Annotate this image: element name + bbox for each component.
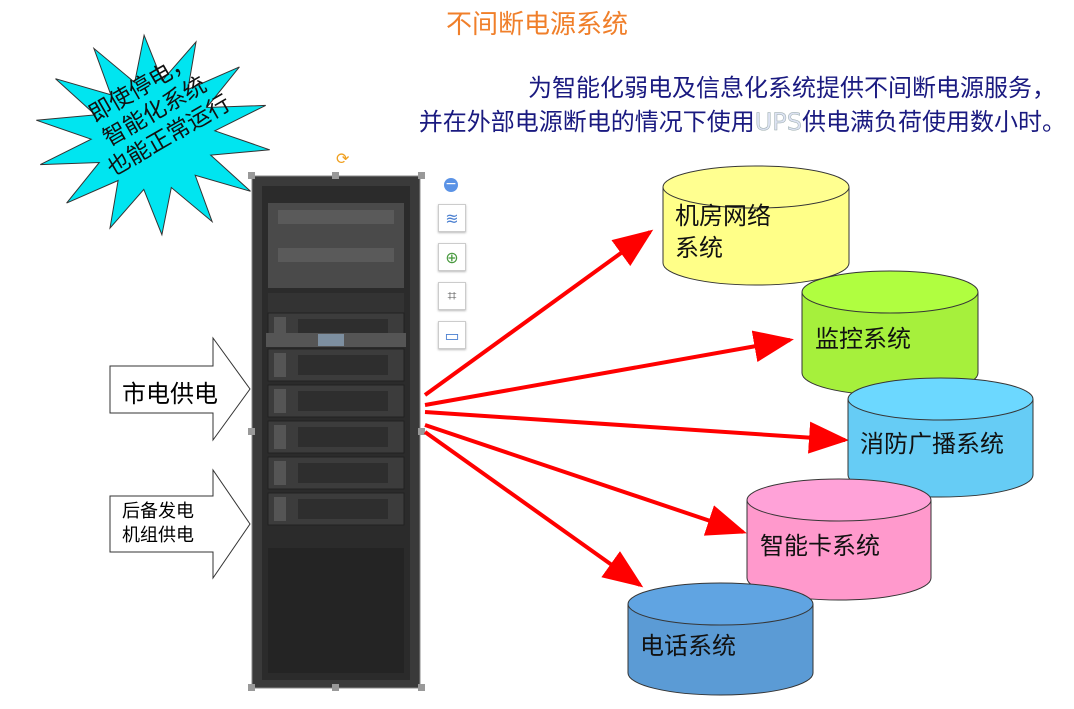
subtitle-text: 并在外部电源断电的情况下使用 (418, 108, 755, 136)
ups-text: UPS (754, 108, 802, 137)
resize-handle[interactable] (418, 172, 425, 179)
subtitle-text: 供电满负荷使用数小时。 (802, 108, 1066, 136)
resize-handle[interactable] (248, 684, 255, 691)
system-label: 智能卡系统 (760, 532, 880, 560)
system-cylinder (847, 377, 1034, 498)
system-label: 监控系统 (815, 325, 911, 353)
arrow-phone (423, 430, 644, 588)
resize-handle[interactable] (418, 428, 425, 435)
arrow-smartcard (424, 423, 747, 536)
resize-handle[interactable] (248, 172, 255, 179)
system-label: 机房网络 系统 (675, 202, 771, 262)
page-title: 不间断电源系统 (445, 10, 628, 40)
resize-handle[interactable] (332, 172, 339, 179)
ups-rack-image[interactable]: ⟳ (248, 148, 428, 693)
layers-icon[interactable]: ≋ (438, 204, 466, 232)
input-arrows (109, 336, 251, 580)
collapse-icon[interactable]: − (444, 176, 458, 192)
resize-handle[interactable] (332, 684, 339, 691)
starburst-shape (36, 33, 270, 237)
frame-icon[interactable]: ▭ (438, 321, 466, 349)
mains-label: 市电供电 (122, 380, 218, 408)
arrow-monitoring (424, 330, 794, 407)
system-label: 电话系统 (640, 632, 736, 660)
resize-handle[interactable] (418, 684, 425, 691)
subtitle-line-1: 为智能化弱电及信息化系统提供不间断电源服务， (528, 74, 1056, 102)
mains-arrow (109, 336, 251, 442)
system-label: 消防广播系统 (860, 430, 1004, 458)
arrow-broadcast (424, 410, 849, 454)
generator-label-line: 后备发电 (122, 501, 194, 522)
resize-handle[interactable] (248, 428, 255, 435)
generator-label: 后备发电机组供电 (122, 500, 194, 548)
crop-icon[interactable]: ⌗ (438, 282, 466, 310)
zoom-in-icon[interactable]: ⊕ (438, 243, 466, 271)
system-cylinder (627, 582, 814, 696)
generator-label-line: 机组供电 (122, 525, 194, 546)
subtitle-line-2: 并在外部电源断电的情况下使用UPS供电满负荷使用数小时。 (419, 102, 1066, 137)
generator-arrow (109, 468, 251, 580)
rotate-handle-icon: ⟳ (336, 149, 350, 168)
system-cylinder (662, 165, 850, 286)
arrow-network (423, 229, 654, 397)
